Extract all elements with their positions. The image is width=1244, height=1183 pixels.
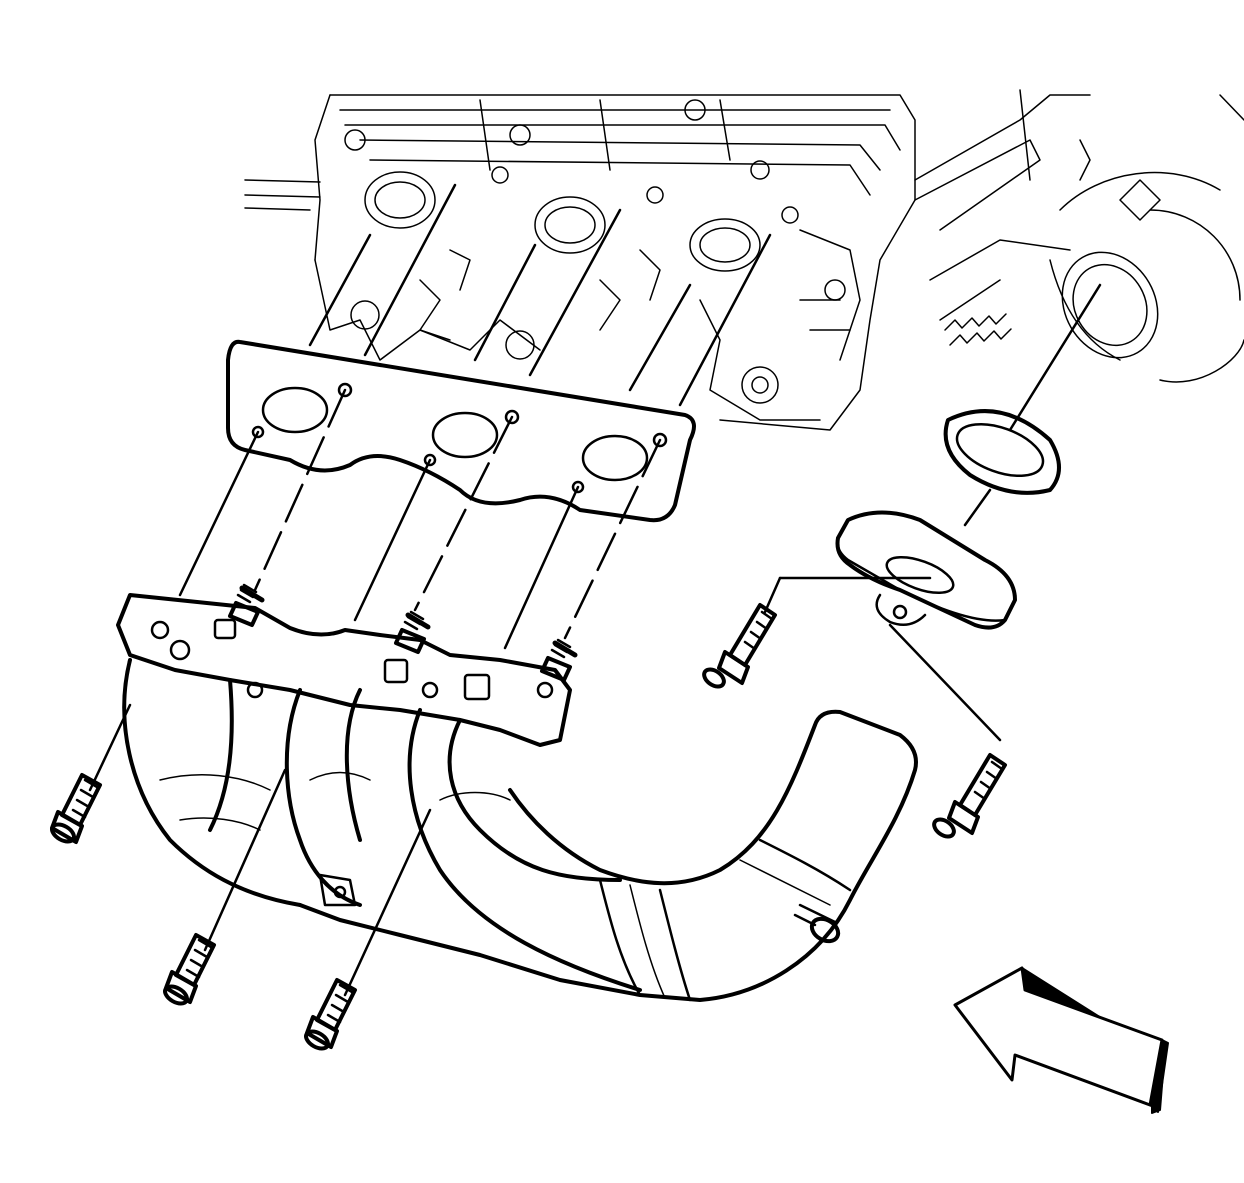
leader-lines-head-to-gasket bbox=[308, 183, 772, 407]
gasket-port-1 bbox=[261, 386, 329, 434]
engine-cylinder-head bbox=[244, 89, 1244, 431]
bolt-3 bbox=[304, 978, 357, 1051]
manifold-bolts bbox=[50, 703, 432, 1051]
gasket-port-2 bbox=[431, 411, 499, 459]
gasket-port-3 bbox=[581, 434, 649, 482]
outlet-bolt-1 bbox=[702, 603, 777, 689]
exhaust-manifold bbox=[116, 593, 918, 1002]
exhaust-manifold-gasket bbox=[226, 339, 696, 523]
bolt-2 bbox=[163, 933, 216, 1006]
outlet-bolt-2 bbox=[932, 753, 1007, 839]
outlet-gasket-ring bbox=[943, 283, 1102, 527]
stud-3 bbox=[540, 638, 578, 682]
manifold-studs bbox=[228, 583, 578, 682]
view-direction-arrow-icon bbox=[953, 966, 1169, 1114]
outlet-flange bbox=[778, 510, 1017, 742]
bolt-1 bbox=[50, 773, 102, 844]
leader-lines-gasket-to-manifold bbox=[178, 388, 662, 650]
stud-1 bbox=[228, 583, 265, 627]
outlet-bolts bbox=[702, 576, 1007, 839]
stud-2 bbox=[394, 610, 431, 654]
